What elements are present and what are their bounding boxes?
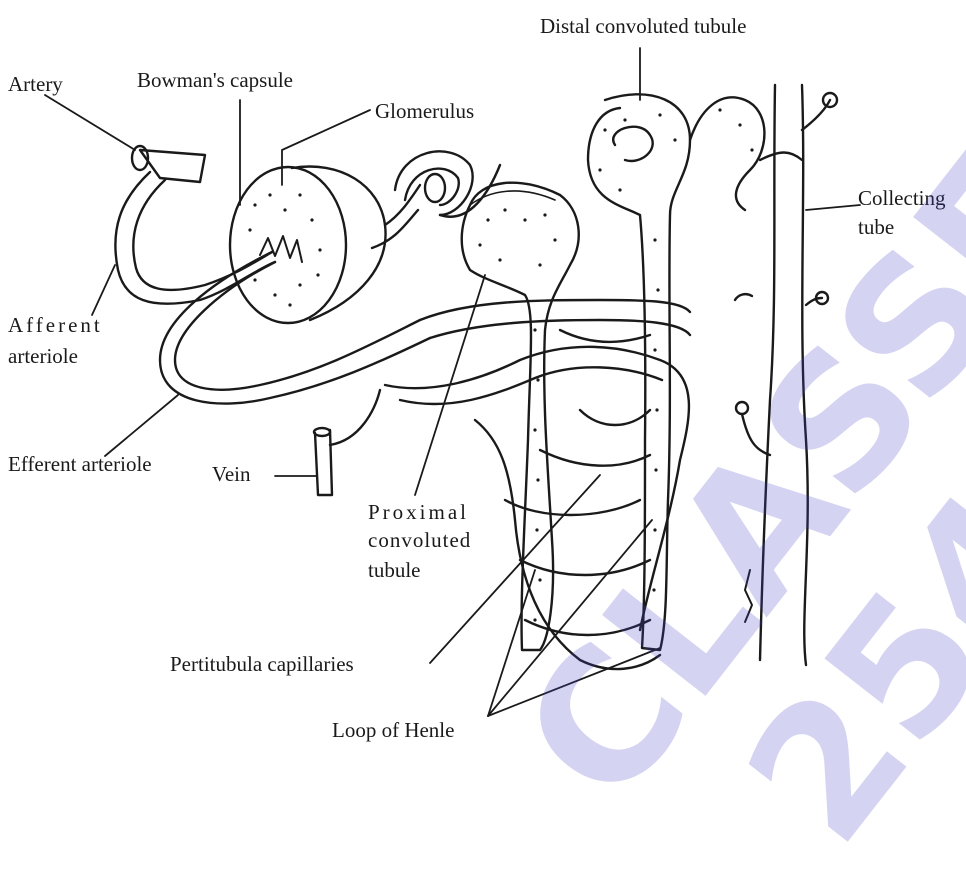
nephron-illustration xyxy=(0,0,966,746)
vein-label: Vein xyxy=(212,462,251,486)
bowmans-capsule-label: Bowman's capsule xyxy=(137,68,293,92)
efferent-arteriole-leader xyxy=(105,395,178,456)
glomerulus-label: Glomerulus xyxy=(375,99,474,123)
distal-tubule-label: Distal convoluted tubule xyxy=(540,14,746,38)
proximal-tubule-label-line1: Proximal xyxy=(368,500,469,524)
glomerulus-drawing xyxy=(395,151,500,216)
loop-leader-3 xyxy=(488,648,660,716)
distal-tubule-drawing xyxy=(588,94,764,650)
collecting-tube-label-line1: Collecting xyxy=(858,186,946,210)
proximal-tubule-label-line3: tubule xyxy=(368,558,421,582)
nephron-diagram: Artery Bowman's capsule Glomerulus Dista… xyxy=(0,0,966,746)
bowmans-capsule-drawing xyxy=(230,167,420,323)
afferent-arteriole-label-line2: arteriole xyxy=(8,344,78,368)
glomerulus-leader xyxy=(282,110,370,185)
proximal-tubule-label-line2: convoluted xyxy=(368,528,471,552)
artery-leader xyxy=(45,95,135,150)
loop-of-henle-label: Loop of Henle xyxy=(332,718,454,742)
efferent-arteriole-label: Efferent arteriole xyxy=(8,452,152,476)
peritubular-network-drawing xyxy=(160,252,690,669)
proximal-tubule-drawing xyxy=(462,183,579,650)
artery-drawing xyxy=(115,146,275,304)
collecting-tube-label-line2: tube xyxy=(858,215,894,239)
collecting-tube-drawing xyxy=(735,85,837,665)
collecting-tube-leader xyxy=(806,205,860,210)
artery-label: Artery xyxy=(8,72,63,96)
afferent-arteriole-leader xyxy=(92,265,115,315)
proximal-tubule-leader xyxy=(415,275,485,495)
loop-leader-2 xyxy=(488,520,652,716)
vein-drawing xyxy=(314,390,380,495)
peritubular-capillaries-label: Pertitubula capillaries xyxy=(170,652,354,676)
afferent-arteriole-label-line1: Afferent xyxy=(8,313,103,337)
